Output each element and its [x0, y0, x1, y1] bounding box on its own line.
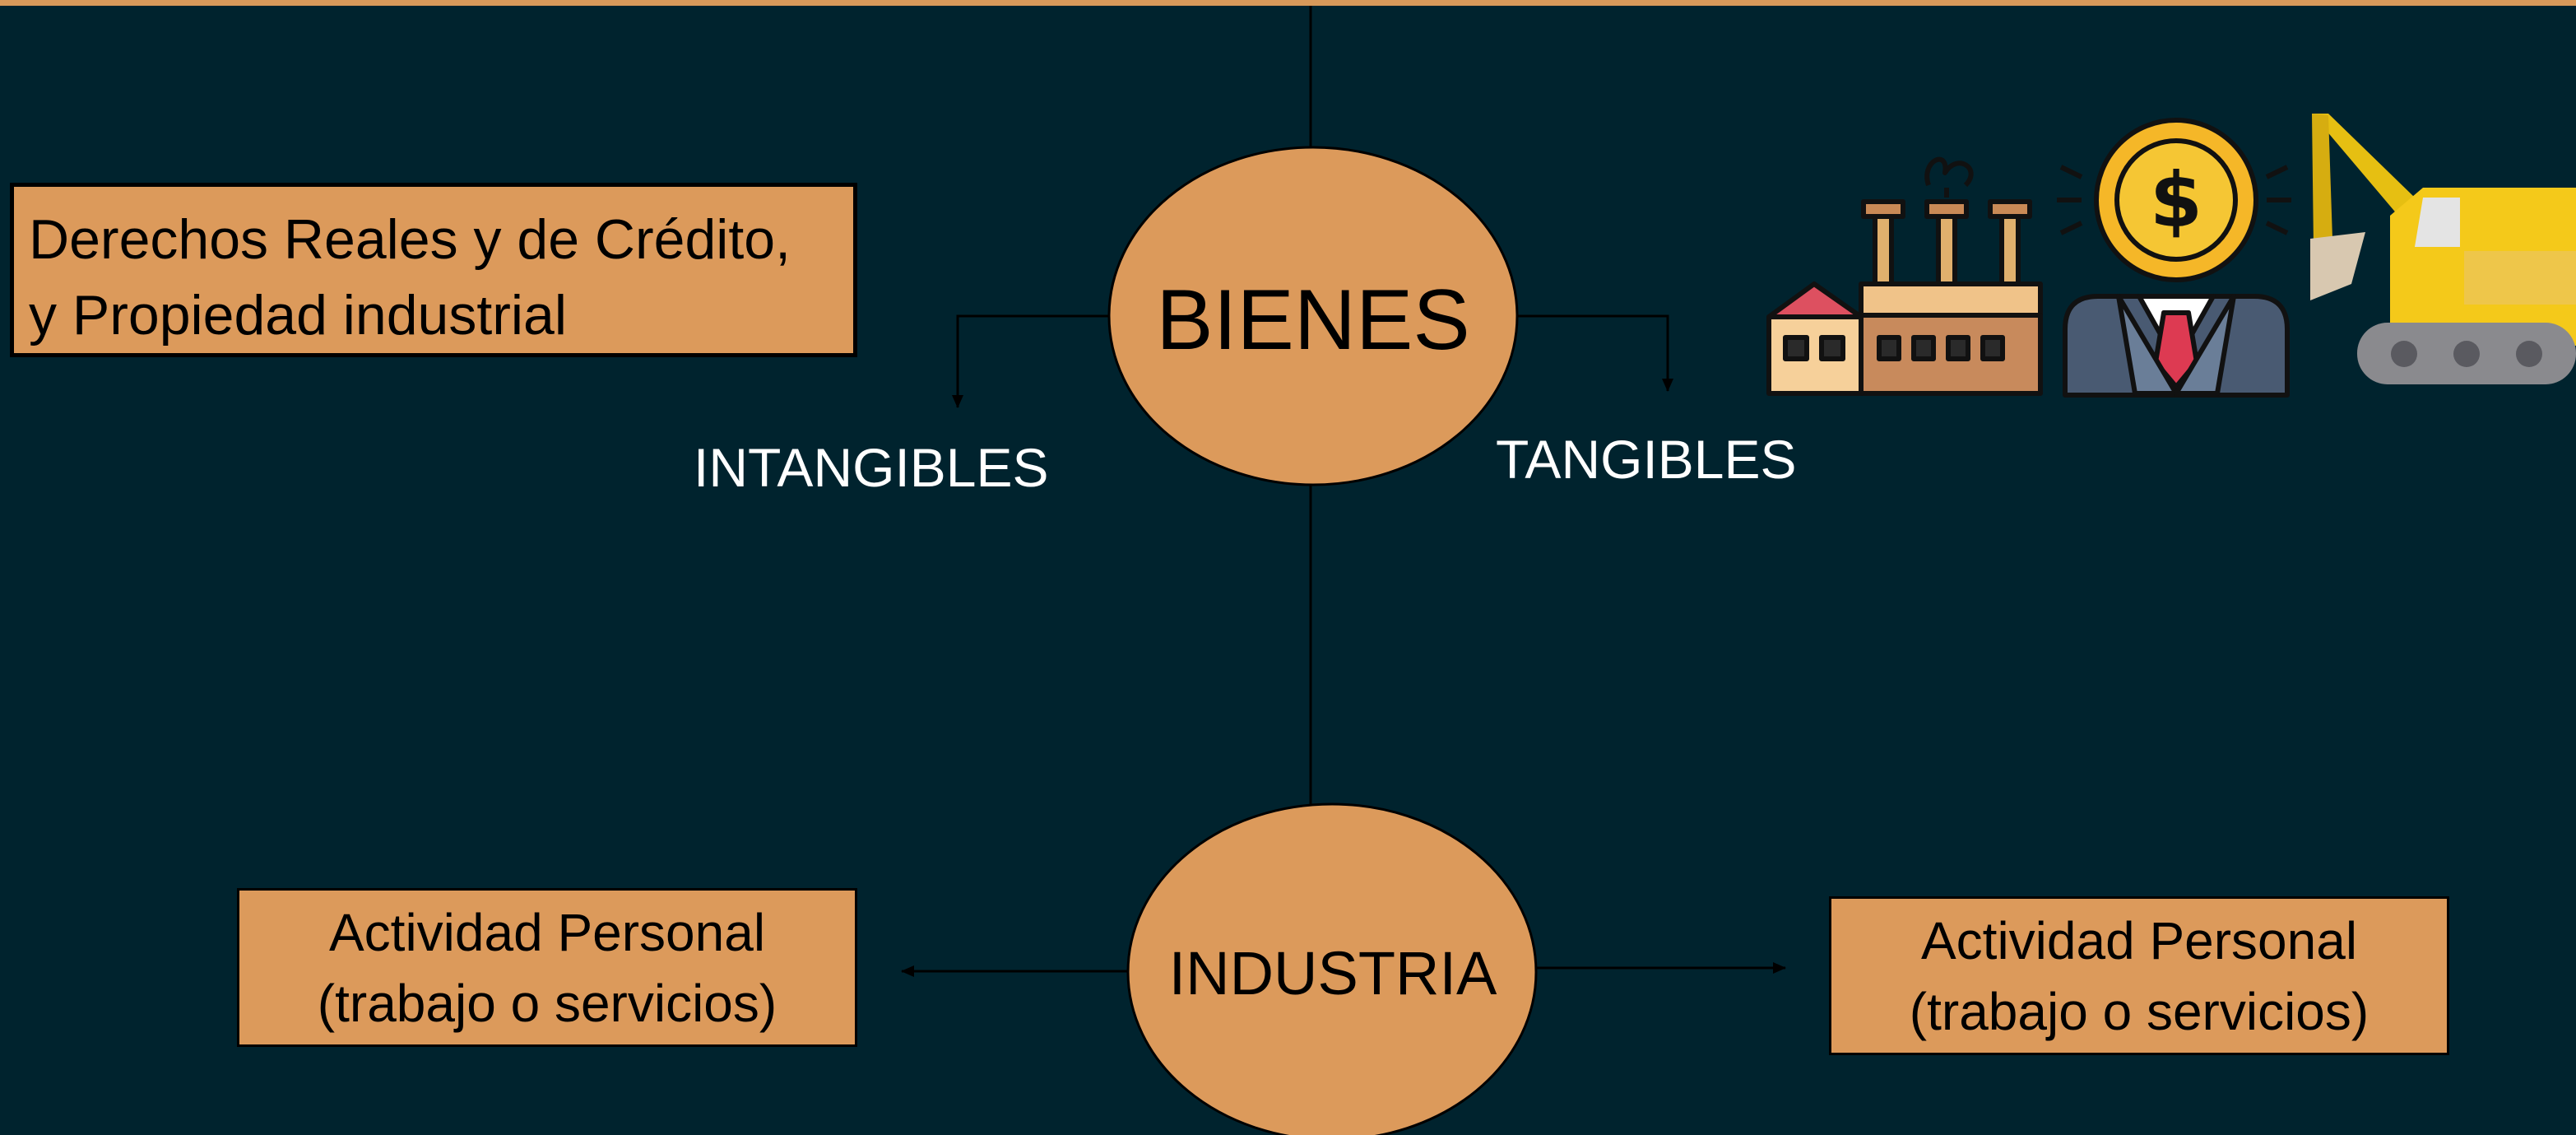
box-derechos-reales: Derechos Reales y de Crédito, y Propieda…	[10, 183, 857, 357]
box-line: Actividad Personal	[328, 902, 766, 962]
businessman-dollar-icon: $	[2057, 118, 2291, 398]
box-line: (trabajo o servicios)	[317, 973, 777, 1033]
industria-ellipse	[1126, 802, 1538, 1135]
box-line: Derechos Reales y de Crédito,	[29, 208, 791, 271]
box-line: y Propiedad industrial	[29, 284, 567, 347]
label-intangibles: INTANGIBLES	[694, 437, 1049, 498]
arrow-to-intangibles	[952, 314, 1109, 408]
bienes-label: BIENES	[1156, 272, 1470, 368]
industria-label: INDUSTRIA	[1168, 939, 1497, 1007]
label-tangibles: TANGIBLES	[1496, 429, 1797, 490]
excavator-icon	[2310, 114, 2576, 384]
factory-icon	[1766, 156, 2043, 396]
svg-text:$: $	[2150, 156, 2202, 244]
arrow-to-tangibles	[1514, 314, 1673, 392]
box-line: Actividad Personal	[1920, 910, 2358, 970]
top-accent-bar	[0, 0, 2576, 6]
box-line: (trabajo o servicios)	[1909, 981, 2369, 1041]
box-actividad-personal-left: Actividad Personal (trabajo o servicios)	[237, 888, 857, 1047]
box-actividad-personal-right: Actividad Personal (trabajo o servicios)	[1829, 896, 2449, 1055]
bienes-ellipse	[1107, 146, 1519, 486]
